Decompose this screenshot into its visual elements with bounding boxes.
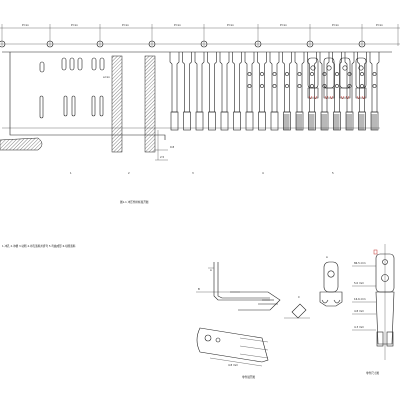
pilot-hole: [0, 40, 6, 48]
terminal: [319, 52, 330, 131]
pilot-hole: [200, 40, 208, 48]
view-label-c: C: [298, 295, 300, 299]
caption-middle: 零件展开图: [242, 375, 255, 379]
pilot-holes: [0, 40, 366, 48]
terminal: [294, 52, 305, 131]
blank-dim: 4.8 mm: [228, 363, 238, 367]
pilot-hole: [358, 40, 366, 48]
pitch-label: P=xx: [332, 23, 339, 27]
terminal: [232, 52, 242, 131]
station-1-2-slots: [39, 57, 105, 119]
ring-terminal: [339, 57, 351, 100]
terminal: [369, 52, 380, 131]
dim-d1: 86.5 mm: [354, 261, 366, 265]
view-label-b: B: [198, 287, 200, 291]
pitch-label: P=xx: [280, 23, 287, 27]
part-development-view: A B C: [196, 262, 310, 319]
caption-right: 零件尺寸图: [366, 371, 379, 375]
dim-label-2: 2.5: [160, 155, 164, 159]
hatched-cut-section: [0, 55, 156, 153]
dimensioned-detail-view: 86.5 mm 5.0 mm 16.6 mm 4.8 mm 4.3 mm 零件尺…: [352, 244, 395, 375]
pitch-label: P=xx: [71, 23, 78, 27]
terminal: [344, 52, 355, 131]
terminal: [269, 52, 280, 131]
terminal: [207, 52, 217, 131]
terminal: [194, 52, 205, 131]
stage-number: 3: [192, 171, 194, 175]
terminal: [257, 52, 267, 131]
pitch-label: P=xx: [376, 23, 383, 27]
terminal: [307, 52, 317, 131]
pitch-marks: [1, 24, 399, 46]
terminal: [169, 52, 180, 131]
terminal: [357, 52, 367, 131]
terminal-forms: [169, 52, 380, 131]
stage-number: 2: [128, 171, 130, 175]
pilot-hole: [148, 40, 156, 48]
terminal: [332, 52, 342, 131]
ring-terminal: [307, 57, 319, 100]
stage-number: 5: [332, 171, 334, 175]
pitch-label: P=xx: [174, 23, 181, 27]
terminal: [244, 52, 255, 131]
cross-section: [291, 303, 307, 319]
dim-label-a: a=xx: [103, 76, 110, 79]
flat-blank-view: 4.8 mm 零件展开图: [196, 327, 269, 379]
stage-number: 4: [262, 171, 264, 175]
pilot-hole: [306, 40, 314, 48]
ring-terminal-view: A: [319, 255, 343, 307]
dim-d5: 4.3 mm: [354, 325, 364, 329]
pilot-hole: [46, 40, 54, 48]
pitch-labels: P=xx P=xx P=xx P=xx P=xx P=xx P=xx P=xx: [22, 23, 383, 27]
strip-layout: P=xx P=xx P=xx P=xx P=xx P=xx P=xx P=xx: [0, 23, 400, 204]
ring-label: A: [326, 255, 328, 259]
strip-outline: [2, 51, 392, 140]
pitch-label: P=xx: [22, 23, 29, 27]
station-legend: 1.冲孔 2.冲槽 3.切断 4.冲孔落料并折弯 5.弯曲成形 6.切断落料: [2, 244, 76, 248]
strip-caption: 图1-1 冲压件排样展开图: [120, 200, 149, 204]
terminal: [219, 52, 230, 131]
pitch-label: P=xx: [122, 23, 129, 27]
dim-d4: 4.8 mm: [354, 309, 364, 313]
ring-terminal: [323, 57, 335, 100]
dim-d2: 5.0 mm: [354, 281, 364, 285]
pilot-hole: [96, 40, 104, 48]
terminal: [182, 52, 192, 131]
dim-label-1: 0.8: [170, 145, 174, 149]
stage-number: 1: [70, 171, 72, 175]
terminal: [282, 52, 292, 131]
ring-terminal: [355, 57, 367, 100]
pilot-hole: [254, 40, 262, 48]
dim-d3: 16.6 mm: [354, 297, 366, 301]
stage-numbers: 1 2 3 4 5: [70, 171, 334, 175]
view-label-a: A: [210, 268, 212, 272]
pitch-label: P=xx: [227, 23, 234, 27]
